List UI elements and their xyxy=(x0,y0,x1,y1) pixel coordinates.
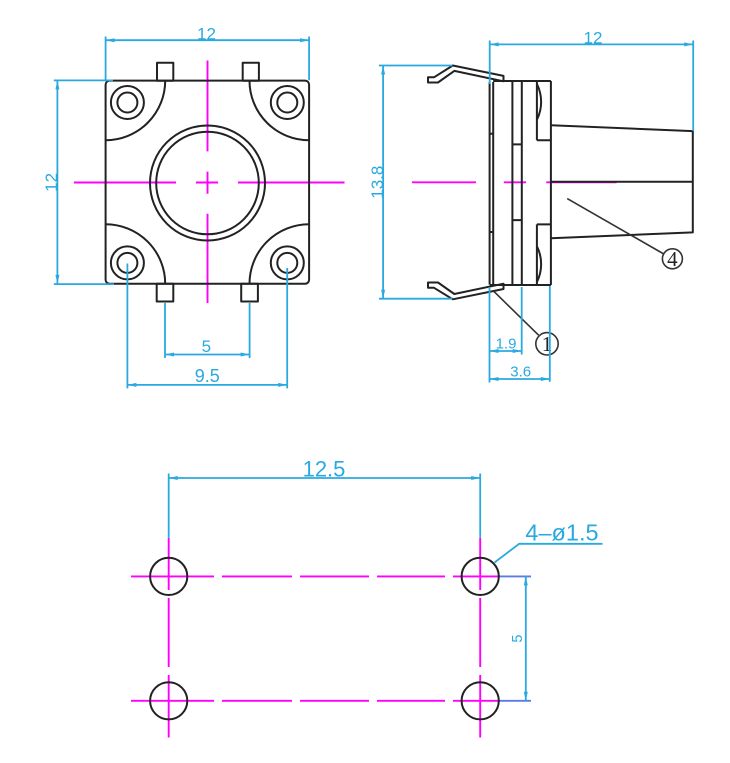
svg-text:12: 12 xyxy=(584,29,603,48)
svg-text:5: 5 xyxy=(202,337,211,356)
svg-text:12.5: 12.5 xyxy=(303,457,346,482)
svg-text:4–ø1.5: 4–ø1.5 xyxy=(525,520,598,546)
svg-text:1: 1 xyxy=(542,332,553,356)
svg-text:4: 4 xyxy=(667,247,678,271)
svg-text:3.6: 3.6 xyxy=(510,364,531,381)
svg-text:12: 12 xyxy=(197,25,216,44)
svg-text:9.5: 9.5 xyxy=(195,366,220,386)
svg-text:1.9: 1.9 xyxy=(496,336,517,353)
svg-text:5: 5 xyxy=(510,635,526,643)
svg-text:13.8: 13.8 xyxy=(368,166,387,199)
svg-text:12: 12 xyxy=(42,173,61,192)
